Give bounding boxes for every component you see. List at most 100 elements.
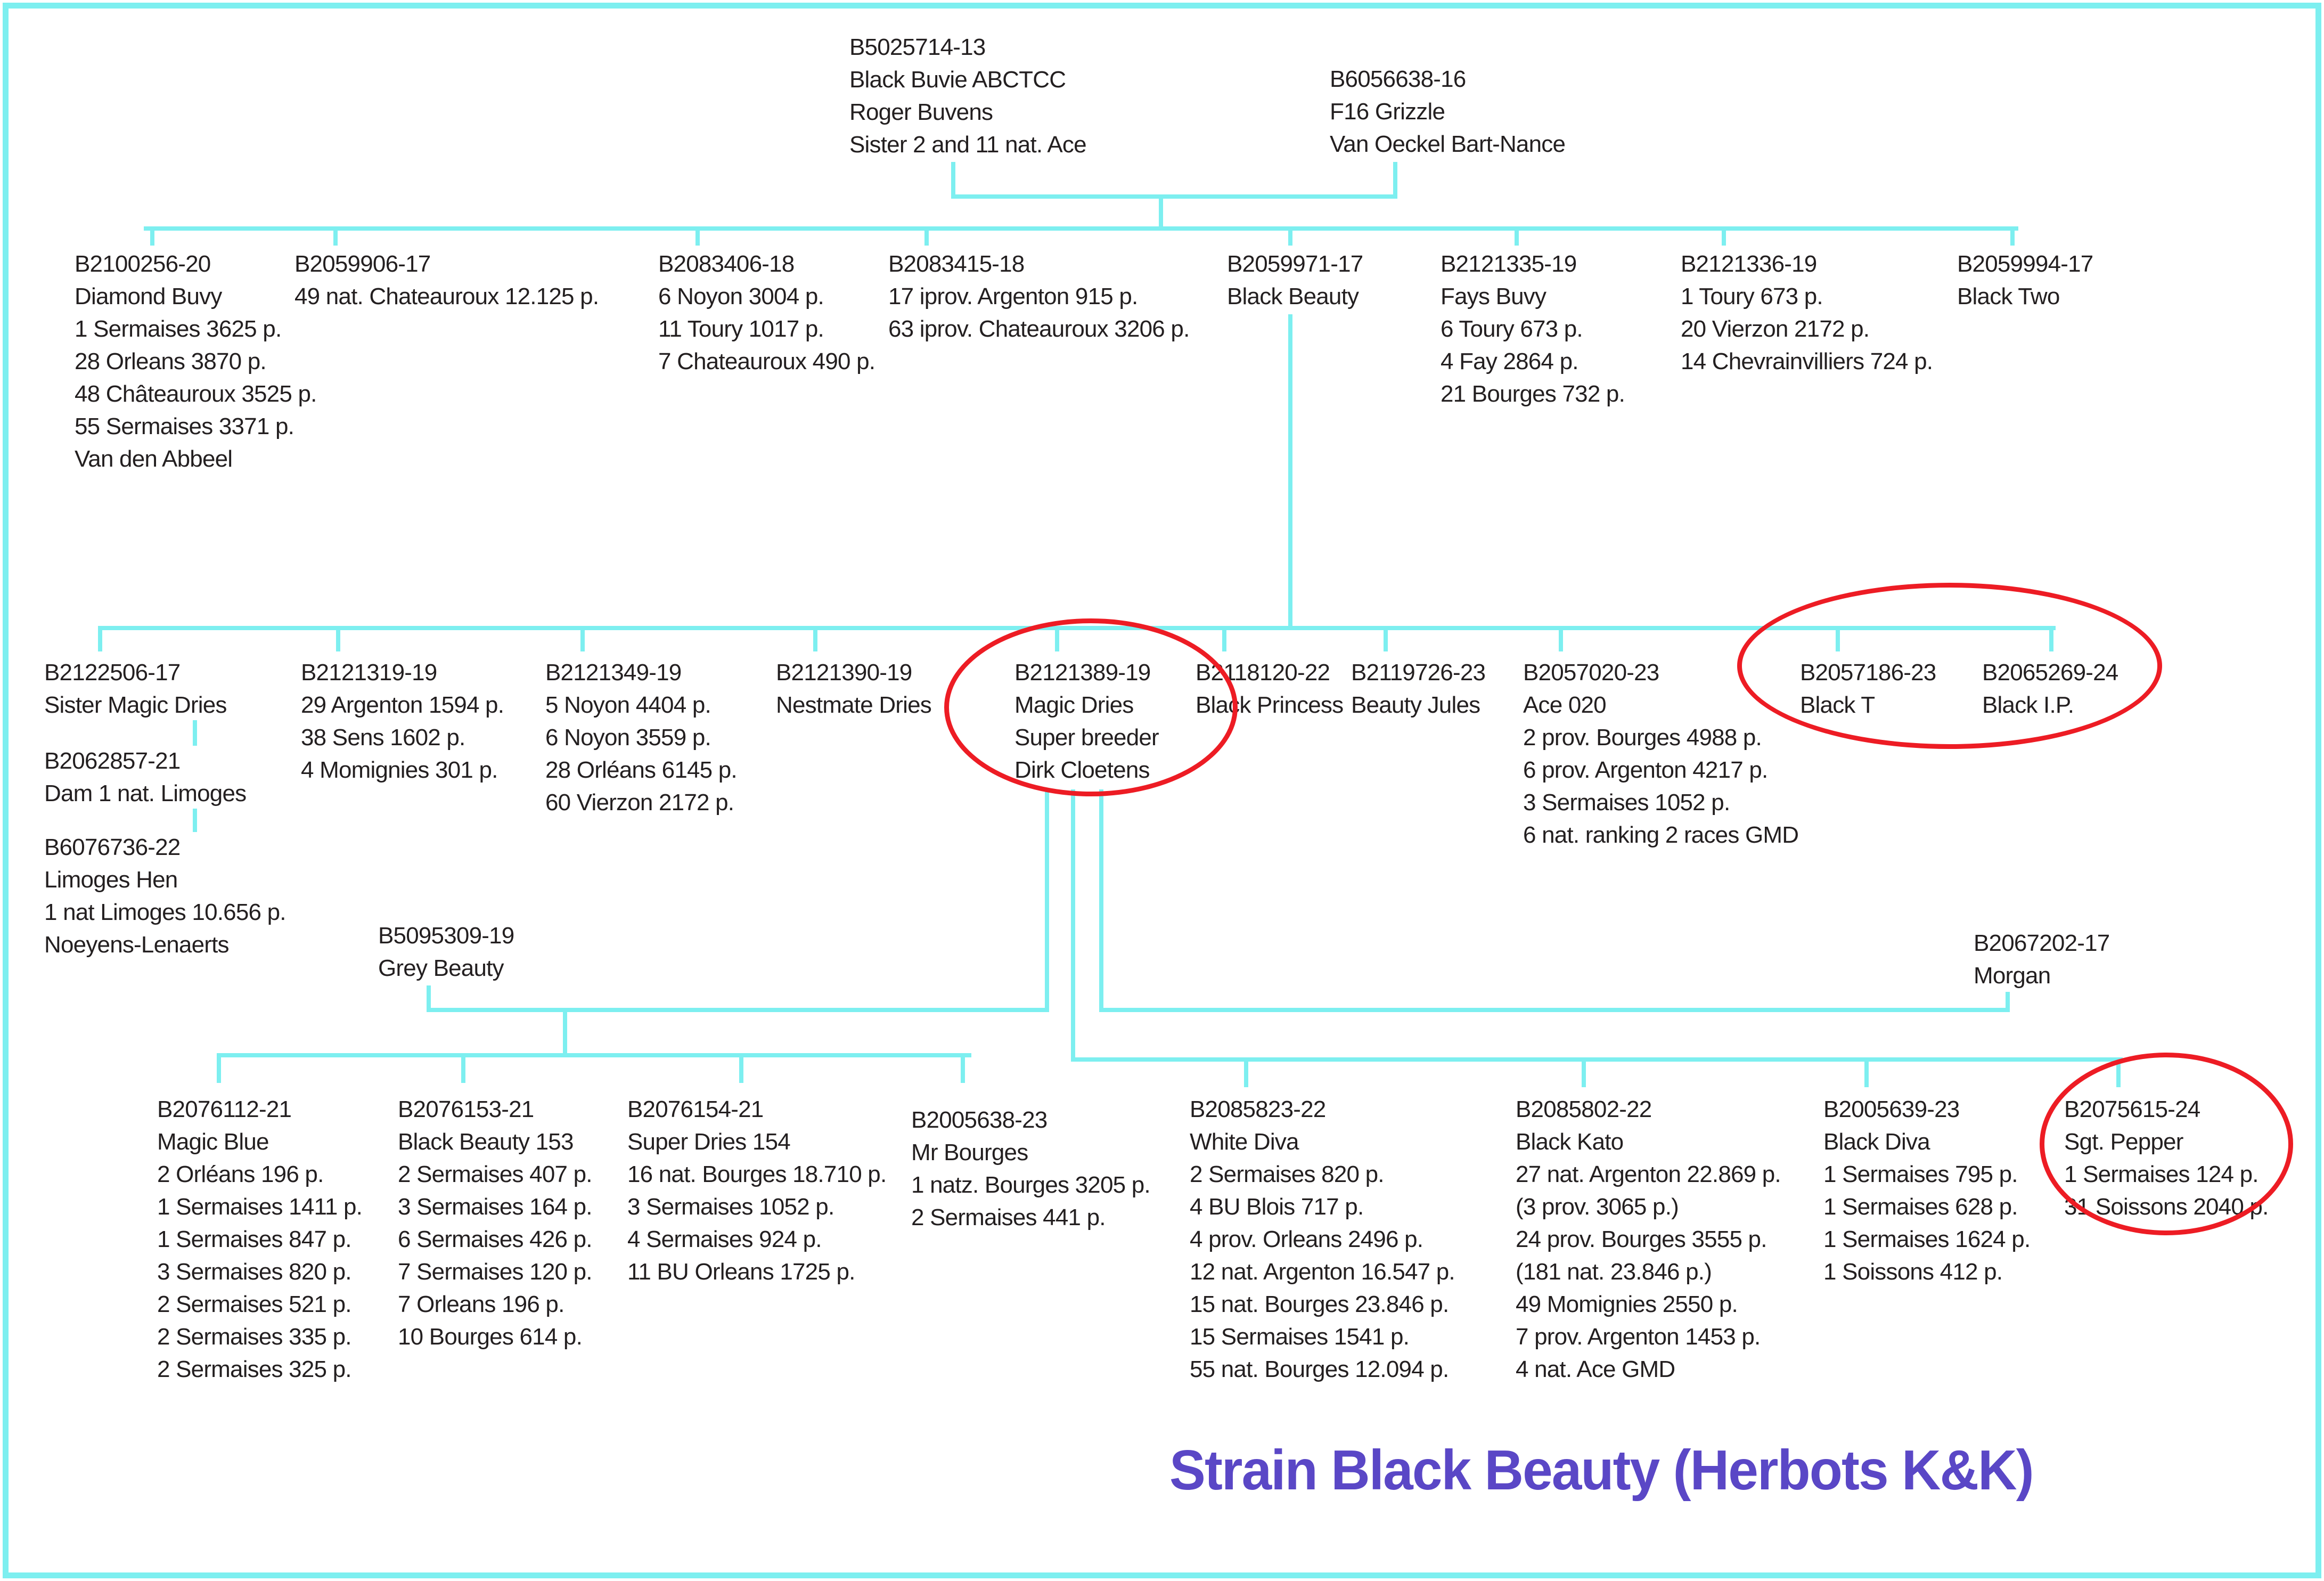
node-line: 6 Sermaises 426 p. [398, 1226, 593, 1252]
node-line: 55 Sermaises 3371 p. [75, 413, 294, 439]
node-line: 27 nat. Argenton 22.869 p. [1516, 1161, 1781, 1187]
node-line: B2121336-19 [1681, 251, 1817, 277]
node-line: White Diva [1190, 1129, 1299, 1155]
node-line: Van Oeckel Bart-Nance [1330, 131, 1566, 157]
sire-drop-black-buvie [951, 162, 955, 194]
left-tick-bb153 [461, 1057, 465, 1083]
node-line: 2 Orléans 196 p. [157, 1161, 324, 1187]
node-line: 7 Sermaises 120 p. [398, 1259, 593, 1285]
node-line: B2100256-20 [75, 251, 211, 277]
node-line: B2121349-19 [545, 659, 682, 686]
node-line: 2 Sermaises 441 p. [911, 1204, 1106, 1230]
node-line: 1 Sermaises 1624 p. [1823, 1226, 2031, 1252]
right-tick-white-diva [1244, 1062, 1248, 1087]
gen3-tick-3 [580, 630, 585, 651]
node-line: F16 Grizzle [1330, 99, 1445, 125]
node-line: 21 Bourges 732 p. [1441, 381, 1625, 407]
node-line: B2005638-23 [911, 1107, 1048, 1133]
node-line: 3 Sermaises 1052 p. [627, 1194, 834, 1220]
node-line: Fays Buvy [1441, 283, 1546, 309]
node-line: 49 nat. Chateauroux 12.125 p. [294, 283, 599, 309]
node-line: 14 Chevrainvilliers 724 p. [1681, 348, 1933, 374]
gen3-tick-2 [336, 630, 340, 651]
node-line: 60 Vierzon 2172 p. [545, 789, 734, 816]
node-line: Nestmate Dries [776, 692, 932, 718]
node-line: 49 Momignies 2550 p. [1516, 1291, 1738, 1317]
node-line: Beauty Jules [1351, 692, 1480, 718]
left-couple-drop [563, 1012, 567, 1053]
node-line: 2 Sermaises 521 p. [157, 1291, 352, 1317]
node-line: 16 nat. Bourges 18.710 p. [627, 1161, 887, 1187]
node-line: Black Diva [1823, 1129, 1930, 1155]
gen2-bar [144, 226, 2018, 231]
node-line: Grey Beauty [378, 955, 504, 981]
node-line: 24 prov. Bourges 3555 p. [1516, 1226, 1767, 1252]
top-couple-bar [951, 194, 1397, 199]
morgan-drop [2006, 992, 2010, 1012]
node-line: 1 Soissons 412 p. [1823, 1259, 2003, 1285]
diagram-title: Strain Black Beauty (Herbots K&K) [1169, 1439, 2034, 1502]
black-beauty-drop [1288, 314, 1292, 628]
left-tick-super-dries [739, 1057, 743, 1083]
node-line: 28 Orléans 6145 p. [545, 757, 738, 783]
node-line: 2 Sermaises 407 p. [398, 1161, 593, 1187]
node-line: B2059971-17 [1227, 251, 1363, 277]
node-line: B2059994-17 [1957, 251, 2093, 277]
node-line: B2062857-21 [44, 748, 181, 774]
left-couple-bar [427, 1008, 1049, 1012]
highlight-magic-dries [944, 618, 1238, 796]
gen2-tick-1 [150, 231, 154, 246]
node-line: (181 nat. 23.846 p.) [1516, 1259, 1712, 1285]
node-line: 3 Sermaises 1052 p. [1523, 789, 1730, 816]
gen2-tick-3 [695, 231, 700, 246]
node-line: Black Beauty 153 [398, 1129, 574, 1155]
highlight-black-t-and-ip [1737, 583, 2162, 749]
magic-dries-drop-right [1099, 789, 1103, 1010]
node-line: Ace 020 [1523, 692, 1607, 718]
node-line: B2076153-21 [398, 1096, 534, 1122]
node-line: Roger Buvens [849, 99, 993, 125]
node-line: 6 Noyon 3559 p. [545, 724, 711, 751]
node-line: 17 iprov. Argenton 915 p. [888, 283, 1138, 309]
right-tick-black-kato [1582, 1062, 1586, 1087]
node-line: Black Kato [1516, 1129, 1624, 1155]
node-line: 20 Vierzon 2172 p. [1681, 316, 1870, 342]
node-line: 15 nat. Bourges 23.846 p. [1190, 1291, 1449, 1317]
node-line: 11 BU Orleans 1725 p. [627, 1259, 855, 1285]
node-line: 48 Châteauroux 3525 p. [75, 381, 317, 407]
node-line: B2059906-17 [294, 251, 431, 277]
gen3-tick-6 [1222, 630, 1226, 651]
node-line: 55 nat. Bourges 12.094 p. [1190, 1356, 1449, 1382]
node-line: B2119726-23 [1351, 659, 1486, 686]
node-line: Black Buvie ABCTCC [849, 67, 1066, 93]
node-line: 1 Sermaises 847 p. [157, 1226, 352, 1252]
node-line: (3 prov. 3065 p.) [1516, 1194, 1679, 1220]
node-line: 2 Sermaises 335 p. [157, 1324, 352, 1350]
node-line: B2005639-23 [1823, 1096, 1960, 1122]
node-line: 6 Toury 673 p. [1441, 316, 1583, 342]
node-line: B5095309-19 [378, 923, 514, 949]
node-line: 7 Orleans 196 p. [398, 1291, 564, 1317]
node-line: 10 Bourges 614 p. [398, 1324, 583, 1350]
left-children-bar [217, 1053, 971, 1057]
node-line: 5 Noyon 4404 p. [545, 692, 711, 718]
node-line: B2083415-18 [888, 251, 1025, 277]
node-line: 1 Sermaises 628 p. [1823, 1194, 2018, 1220]
gen2-tick-2 [333, 231, 338, 246]
